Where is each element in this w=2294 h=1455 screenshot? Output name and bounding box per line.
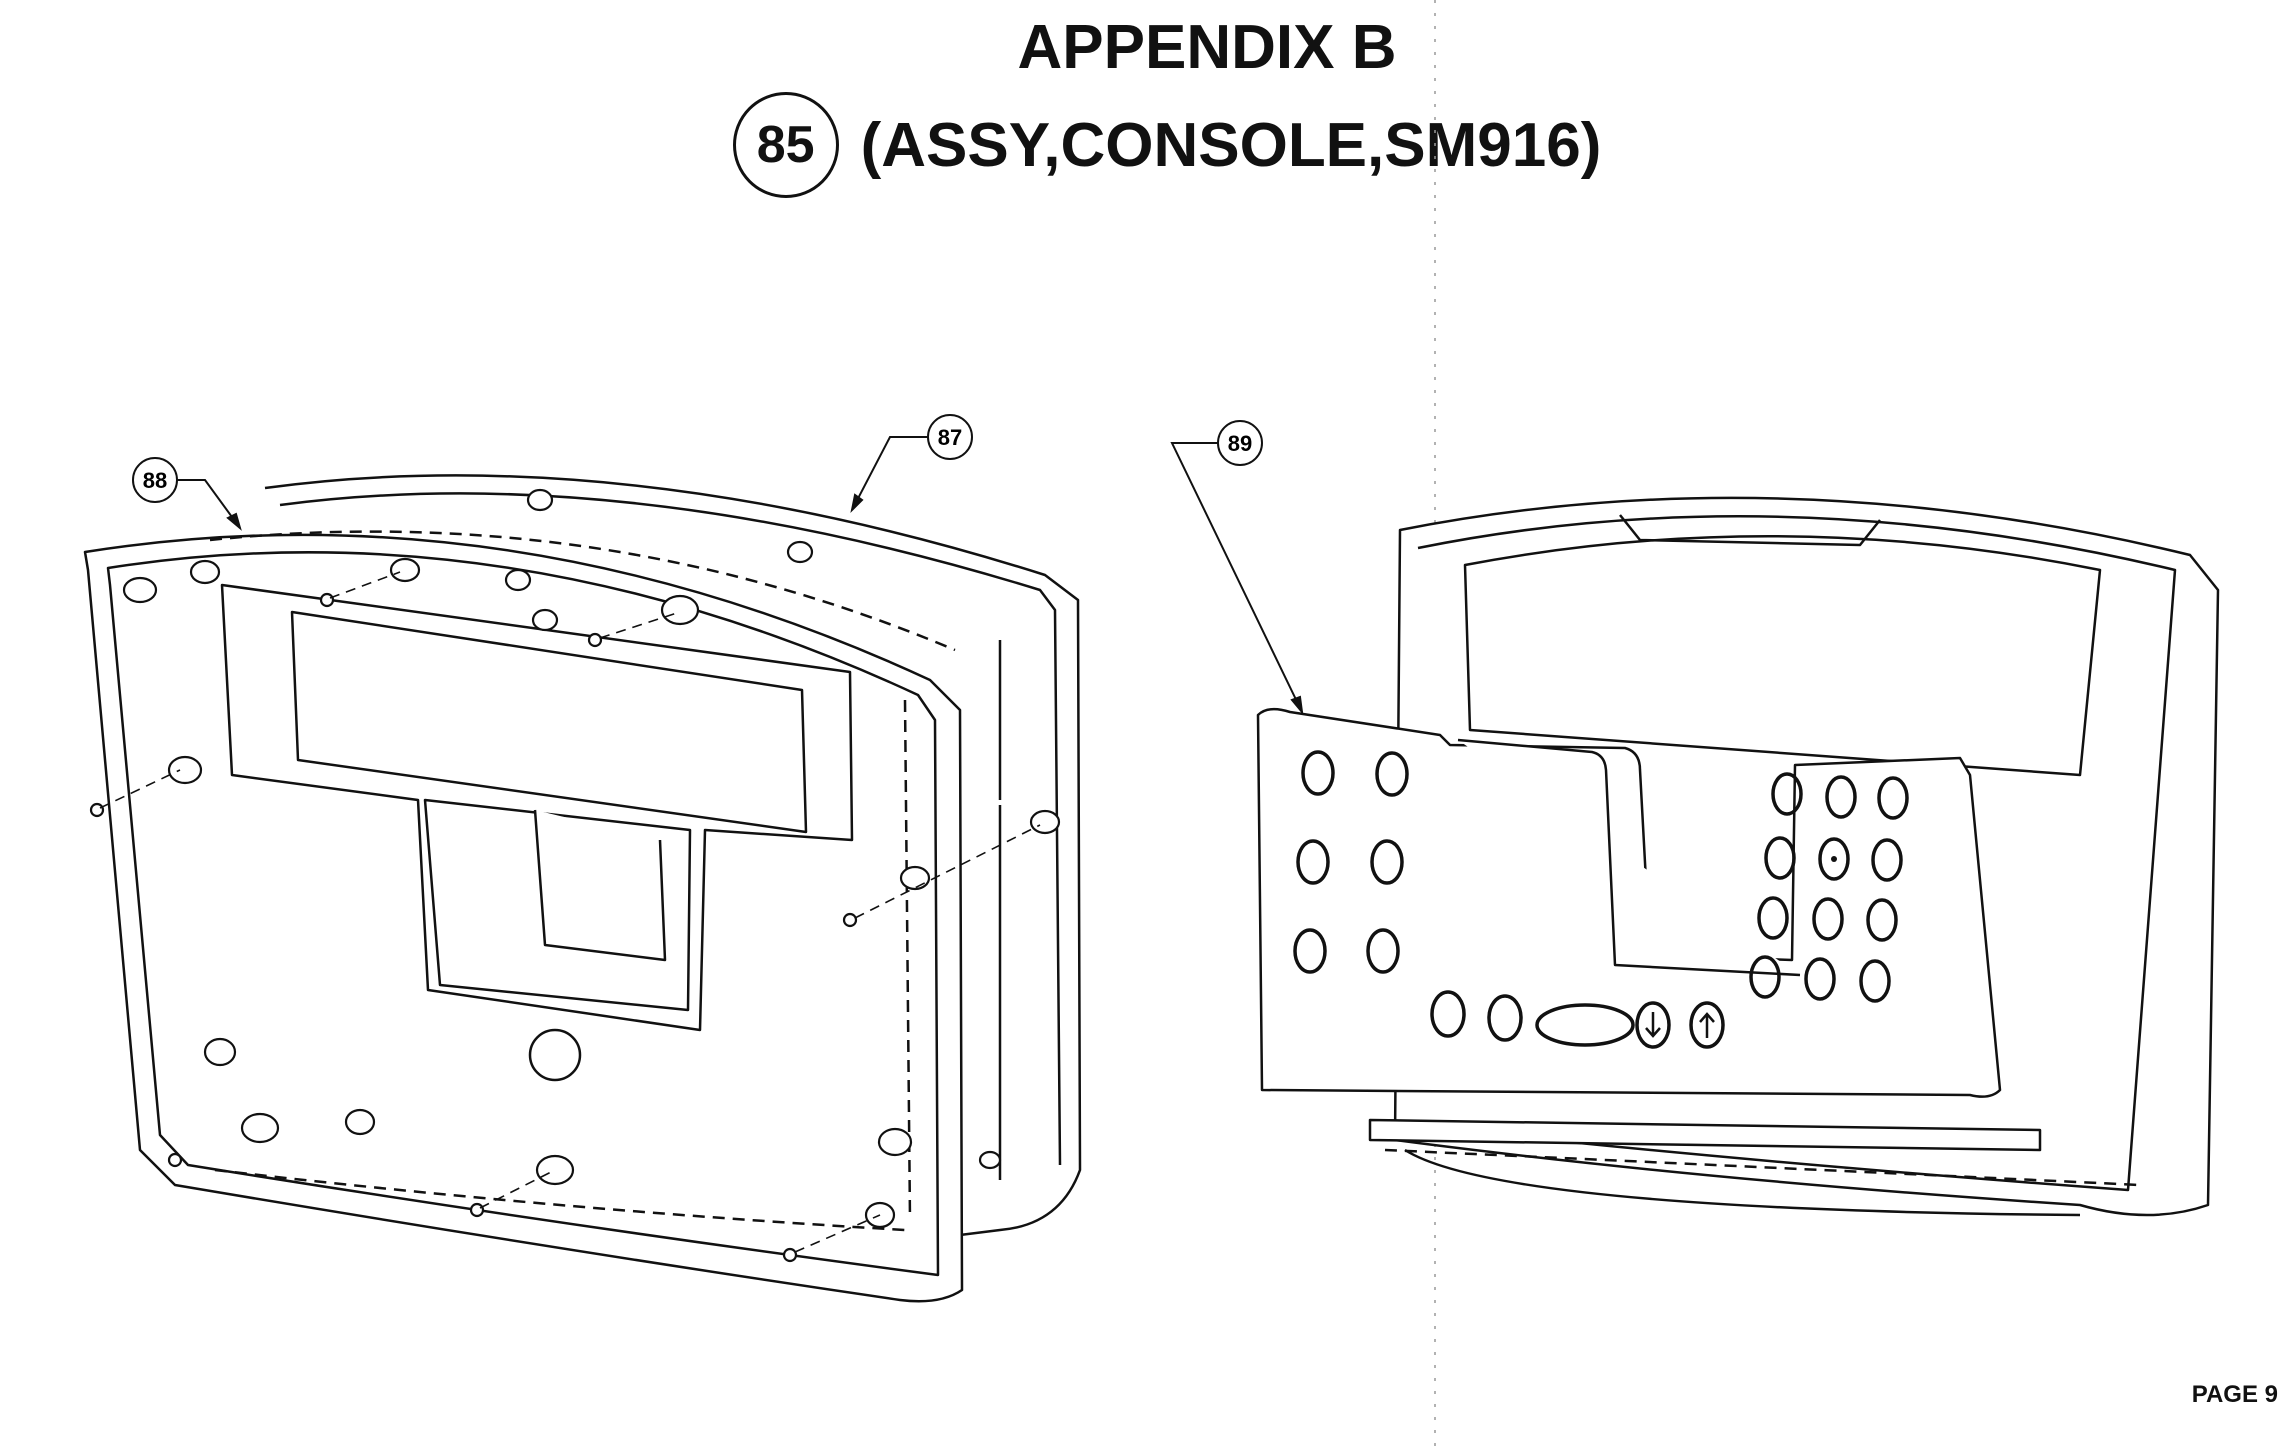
page-title: APPENDIX B: [1017, 13, 1397, 82]
center-key-dot: [1831, 856, 1837, 862]
callout-88-label: 88: [143, 468, 167, 493]
callout-89: [1170, 420, 1304, 716]
callout-87: [850, 414, 973, 514]
keypad-buttons: [1293, 750, 1909, 1049]
callout-89-label: 89: [1228, 431, 1252, 456]
assembly-name: (ASSY,CONSOLE,SM916): [860, 110, 1602, 180]
assembly-callout-bubble: 85: [732, 92, 839, 198]
arrow-keys: [1645, 1012, 1715, 1038]
keypad-overlay-panel: [1256, 707, 2002, 1098]
assembly-heading: 85 (ASSY,CONSOLE,SM916): [20, 92, 2294, 198]
front-console-bezel: [83, 530, 964, 1303]
page-number: PAGE 9: [2191, 1381, 2278, 1408]
fastener-alignment-lines: [99, 571, 1041, 1253]
rear-console-housing: [264, 474, 1082, 1237]
callout-88: [132, 457, 242, 531]
callout-87-label: 87: [938, 425, 962, 450]
mounting-bosses-and-screws: [89, 488, 1061, 1263]
